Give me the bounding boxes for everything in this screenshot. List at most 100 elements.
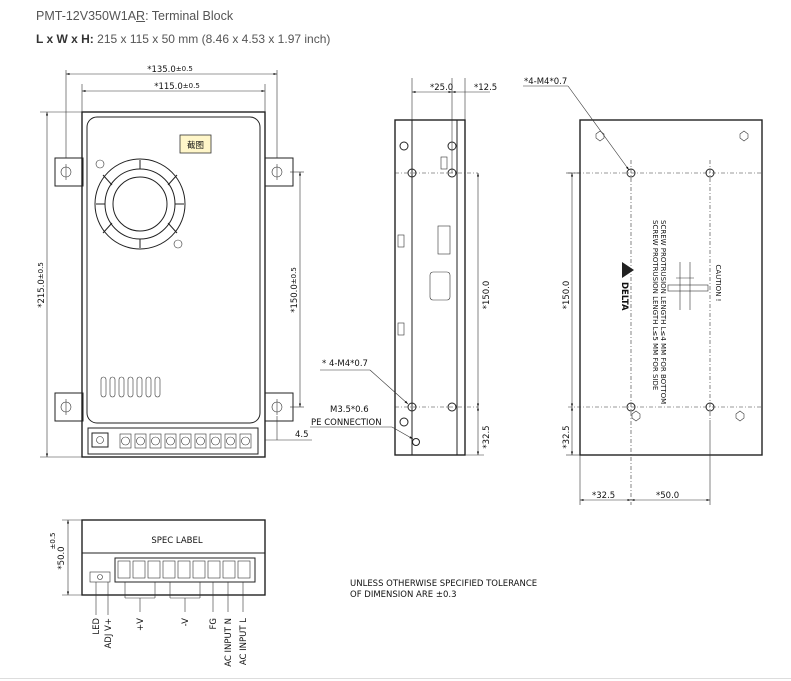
model-title: PMT-12V350W1AR: Terminal Block [36,9,233,23]
dim-50-back: *50.0 [656,491,679,501]
ear-bottom-left [54,392,84,422]
dim-115: *115.0±0.5 [154,82,200,92]
terminal-screw-icon [177,560,191,579]
terminal-screw-icon [164,433,177,449]
vent-slot [145,376,152,398]
pe-connection-label: PE CONNECTION [311,418,382,428]
screw-protrusion-icon [667,262,709,310]
caution-title: CAUTION ! [714,265,722,302]
dim-4-5: 4.5 [295,430,309,440]
dim-150-side: *150.0 [482,281,492,310]
pe-screw-icon [412,438,420,446]
side-view: *25.0 *12.5 *150.0 *32.5 * 4-M4*0.7 M3.5… [310,78,497,456]
terminal-screw-head [211,436,220,446]
model-name-suffix: R [136,9,146,23]
terminal-screw-head [181,436,190,446]
terminal-screw-icon [192,560,206,579]
dim-150-front: *150.0±0.5 [290,267,300,313]
back-chassis [579,119,763,456]
terminal-screw-icon [149,433,162,449]
front-terminal-screws [119,433,252,449]
side-screw-icon [399,417,409,427]
side-screw-callout: * 4-M4*0.7 [322,359,368,369]
pin-label: LED [92,618,102,635]
svg-text:SCREW PROTRUSION LENGTH L≤4 MM: SCREW PROTRUSION LENGTH L≤4 MM FOR BOTTO… [659,220,667,404]
terminal-screw-icon [162,560,176,579]
back-screw-callout: *4-M4*0.7 [524,77,567,87]
led-adjust-box [91,432,109,448]
top-chassis [81,519,266,596]
terminal-screw-icon [209,433,222,449]
vent-slot [100,376,107,398]
top-terminal-screws [117,560,251,579]
terminal-screw-icon [239,433,252,449]
dimensions-label: L x W x H: [36,32,94,46]
terminal-screw-icon [134,433,147,449]
terminal-screw-head [196,436,205,446]
tolerance-note-line1: UNLESS OTHERWISE SPECIFIED TOLERANCE [350,579,537,589]
pin-label: AC INPUT L [239,618,249,665]
chassis-outline [81,111,266,458]
terminal-screw-icon [179,433,192,449]
dim-12-5: *12.5 [474,83,497,93]
dim-50-top: *50.0 [57,546,67,569]
tolerance-note-line2: OF DIMENSION ARE ±0.3 [350,590,456,600]
vent-slot [154,376,161,398]
terminal-screw-icon [132,560,146,579]
pin-label: AC INPUT N [224,618,234,667]
cover-outline [86,116,261,424]
terminal-screw-icon [237,560,251,579]
page-divider [0,678,791,679]
dim-32-5-side: *32.5 [482,425,492,448]
screenshot-badge-text: 截图 [187,140,204,151]
svg-text:SCREW PROTRUSION LENGTH L≤5 MM: SCREW PROTRUSION LENGTH L≤5 MM FOR SIDE [651,220,659,390]
pin-label: -V [181,618,191,627]
dim-150-back: *150.0 [562,281,572,310]
terminal-screw-head [121,436,130,446]
delta-logo: DELTA [619,262,634,311]
terminal-screw-icon [117,560,131,579]
pin-label: FG [209,618,219,629]
svg-text:DELTA: DELTA [619,282,629,311]
pe-screw-size: M3.5*0.6 [330,405,369,415]
terminal-screw-icon [222,560,236,579]
vent-slot [109,376,116,398]
dim-32-5-back-v: *32.5 [562,425,572,448]
side-chassis [394,119,466,456]
terminal-screw-icon [119,433,132,449]
model-name-prefix: PMT-12V350W1A [36,9,137,23]
led-icon [97,574,103,580]
terminal-screw-icon [207,560,221,579]
terminal-screw-head [241,436,250,446]
ear-top-left [54,157,84,187]
vent-slot [136,376,143,398]
model-description: : Terminal Block [145,9,234,23]
ear-top-right [264,157,294,187]
dim-25: *25.0 [430,83,453,93]
top-terminal-block [114,557,256,583]
terminal-screw-head [166,436,175,446]
dimensions-value: 215 x 115 x 50 mm (8.46 x 4.53 x 1.97 in… [97,32,331,46]
dim-215: *215.0±0.5 [37,262,47,308]
fan-grille-icon [94,158,186,250]
pin-label: ADJ V+ [104,618,114,649]
adjust-pot-icon [96,436,104,444]
back-view: DELTA SCREW PROTRUSION LENGTH L≤4 MM FOR… [523,77,763,505]
terminal-block [87,427,259,455]
vent-slots [100,376,161,398]
ear-bottom-right [264,392,294,422]
caution-text: SCREW PROTRUSION LENGTH L≤4 MM FOR BOTTO… [651,220,667,404]
vent-slot [127,376,134,398]
vent-slot [118,376,125,398]
front-view: 截图 *135.0±0.5 *115.0±0.5 *215.0±0.5 *150… [37,65,312,458]
pin-leaders [95,582,244,615]
terminal-screw-icon [224,433,237,449]
dim-50-top-tol: ±0.5 [49,533,57,550]
dimensions-line: L x W x H: 215 x 115 x 50 mm (8.46 x 4.5… [36,32,330,46]
pin-label: +V [136,618,146,631]
dim-135: *135.0±0.5 [147,65,193,75]
terminal-screw-icon [194,433,207,449]
spec-label: SPEC LABEL [151,536,202,546]
